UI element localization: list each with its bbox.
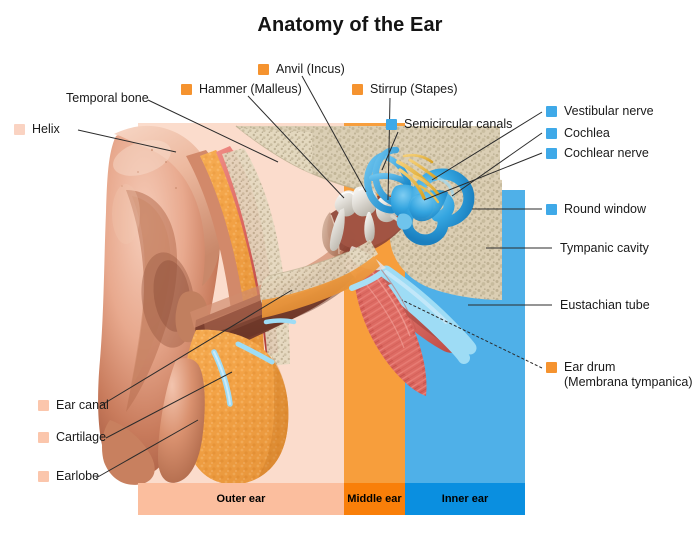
label-text-ear-drum-line2: (Membrana tympanica) (564, 375, 693, 389)
label-semicircular-canals: Semicircular canals (386, 117, 512, 132)
label-hammer-malleus: Hammer (Malleus) (181, 82, 302, 97)
label-tympanic-cavity: Tympanic cavity (560, 241, 649, 256)
swatch-helix (14, 124, 25, 135)
label-cartilage: Cartilage (38, 430, 106, 445)
swatch-round-window (546, 204, 557, 215)
label-text-round-window: Round window (564, 202, 646, 216)
label-anvil-incus: Anvil (Incus) (258, 62, 345, 77)
label-eustachian-tube: Eustachian tube (560, 298, 650, 313)
page-title: Anatomy of the Ear (257, 14, 443, 36)
label-temporal-bone: Temporal bone (66, 91, 149, 106)
label-text-semicircular-canals: Semicircular canals (404, 117, 513, 131)
label-helix: Helix (14, 122, 60, 137)
label-text-cochlear-nerve: Cochlear nerve (564, 146, 649, 160)
label-ear-drum: Ear drum (Membrana tympanica) (546, 360, 693, 390)
region-legend-bar: Outer ear Middle ear Inner ear (138, 483, 525, 515)
label-earlobe: Earlobe (38, 469, 99, 484)
label-text-stirrup: Stirrup (Stapes) (370, 82, 458, 96)
swatch-cochlea (546, 128, 557, 139)
label-text-tympanic-cavity: Tympanic cavity (560, 241, 649, 255)
swatch-ear-drum (546, 362, 557, 373)
swatch-hammer (181, 84, 192, 95)
label-round-window: Round window (546, 202, 646, 217)
label-text-cochlea: Cochlea (564, 126, 610, 140)
label-stirrup-stapes: Stirrup (Stapes) (352, 82, 458, 97)
label-text-cartilage: Cartilage (56, 430, 107, 444)
swatch-stirrup (352, 84, 363, 95)
label-cochlea: Cochlea (546, 126, 610, 141)
label-text-ear-drum-line1: Ear drum (564, 360, 616, 374)
swatch-anvil (258, 64, 269, 75)
label-vestibular-nerve: Vestibular nerve (546, 104, 654, 119)
swatch-semicircular-canals (386, 119, 397, 130)
label-ear-canal: Ear canal (38, 398, 109, 413)
swatch-earlobe (38, 471, 49, 482)
swatch-ear-canal (38, 400, 49, 411)
label-text-helix: Helix (32, 122, 60, 136)
legend-segment-outer-ear: Outer ear (138, 483, 344, 515)
label-text-ear-drum: Ear drum (Membrana tympanica) (564, 360, 693, 390)
label-text-vestibular-nerve: Vestibular nerve (564, 104, 654, 118)
label-text-earlobe: Earlobe (56, 469, 100, 483)
swatch-cartilage (38, 432, 49, 443)
label-text-eustachian-tube: Eustachian tube (560, 298, 650, 312)
legend-segment-inner-ear: Inner ear (405, 483, 525, 515)
label-text-temporal-bone: Temporal bone (66, 91, 149, 105)
label-text-ear-canal: Ear canal (56, 398, 109, 412)
legend-segment-middle-ear: Middle ear (344, 483, 405, 515)
label-text-hammer: Hammer (Malleus) (199, 82, 302, 96)
swatch-vestibular-nerve (546, 106, 557, 117)
label-cochlear-nerve: Cochlear nerve (546, 146, 649, 161)
swatch-cochlear-nerve (546, 148, 557, 159)
label-text-anvil: Anvil (Incus) (276, 62, 345, 76)
